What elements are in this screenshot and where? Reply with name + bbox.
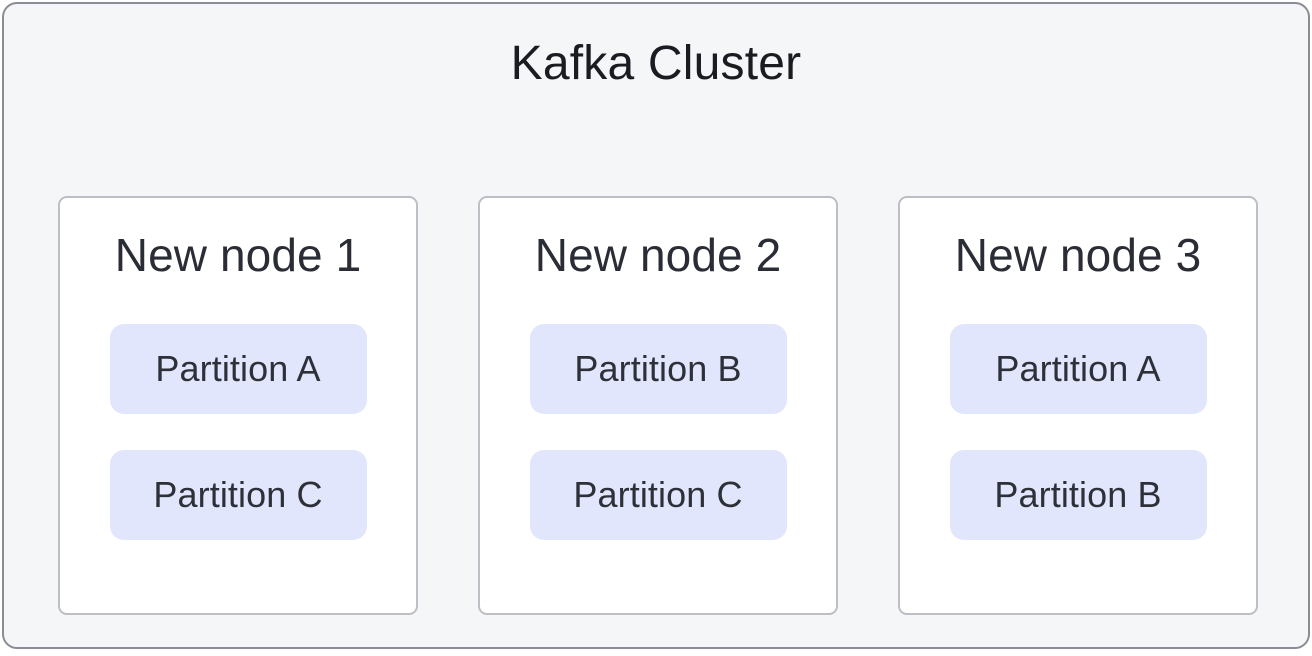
partition-pill[interactable]: Partition A xyxy=(949,324,1207,415)
partition-list-2: Partition B Partition C xyxy=(529,324,787,541)
node-title-3: New node 3 xyxy=(954,229,1202,281)
partition-pill[interactable]: Partition C xyxy=(109,450,367,541)
node-card-3[interactable]: New node 3 Partition A Partition B xyxy=(898,196,1258,615)
node-card-1[interactable]: New node 1 Partition A Partition C xyxy=(58,196,418,615)
node-title-1: New node 1 xyxy=(114,229,362,281)
node-card-2[interactable]: New node 2 Partition B Partition C xyxy=(478,196,838,615)
node-list: New node 1 Partition A Partition C New n… xyxy=(58,196,1258,615)
partition-pill[interactable]: Partition B xyxy=(949,450,1207,541)
partition-list-3: Partition A Partition B xyxy=(949,324,1207,541)
partition-pill[interactable]: Partition A xyxy=(109,324,367,415)
cluster-title: Kafka Cluster xyxy=(510,37,802,90)
partition-pill[interactable]: Partition C xyxy=(529,450,787,541)
node-title-2: New node 2 xyxy=(534,229,782,281)
partition-list-1: Partition A Partition C xyxy=(109,324,367,541)
partition-pill[interactable]: Partition B xyxy=(529,324,787,415)
